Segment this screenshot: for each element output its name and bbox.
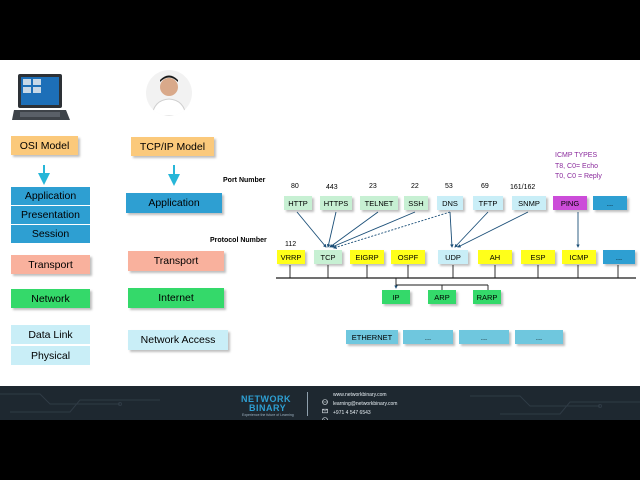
footer-email[interactable]: learning@networkbinary.com: [333, 401, 398, 407]
protocol-more: ...: [603, 250, 635, 264]
icmp-types-echo: T8, C0= Echo: [555, 163, 598, 170]
footer-phone[interactable]: +971 4 547 6543: [333, 410, 371, 416]
protocol-eigrp: EIGRP: [350, 250, 384, 264]
port-https: HTTPS: [320, 196, 352, 210]
osi-layer-application: Application: [11, 187, 90, 205]
access-ethernet: ETHERNET: [346, 330, 398, 344]
osi-layer-data-link: Data Link: [11, 325, 90, 344]
connector-lines: [38, 165, 636, 290]
port-number-ssh: 22: [411, 183, 419, 190]
port-http: HTTP: [284, 196, 312, 210]
phone-icon: [322, 410, 328, 420]
icmp-types-title: ICMP TYPES: [555, 152, 598, 159]
osi-layer-session: Session: [11, 225, 90, 243]
osi-model-title: OSI Model: [11, 136, 78, 155]
port-number-http: 80: [291, 183, 299, 190]
protocol-tcp: TCP: [314, 250, 342, 264]
protocol-ah: AH: [478, 250, 512, 264]
presenter-avatar: [146, 70, 192, 116]
protocol-esp: ESP: [521, 250, 555, 264]
osi-layer-transport: Transport: [11, 255, 90, 274]
slide: OSI Model Application Presentation Sessi…: [0, 60, 640, 386]
tcpip-layer-network-access: Network Access: [128, 330, 228, 350]
tcpip-layer-transport: Transport: [128, 251, 224, 271]
footer-divider: [307, 392, 308, 416]
internet-rarp: RARP: [473, 290, 501, 304]
laptop-illustration: [12, 72, 70, 124]
port-number-telnet: 23: [369, 183, 377, 190]
footer-banner: NETWORK BINARY Experience the future of …: [0, 386, 640, 420]
globe-icon: [322, 392, 328, 405]
osi-layer-physical: Physical: [11, 346, 90, 365]
port-telnet: TELNET: [360, 196, 398, 210]
port-more: ...: [593, 196, 627, 210]
protocol-vrrp: VRRP: [277, 250, 305, 264]
port-ssh: SSH: [404, 196, 428, 210]
internet-ip: IP: [382, 290, 410, 304]
port-number-label: Port Number: [223, 177, 266, 184]
protocol-icmp: ICMP: [562, 250, 596, 264]
access-more-3: ...: [515, 330, 563, 344]
brand-binary: BINARY: [249, 403, 287, 413]
brand-network: NETWORK: [241, 394, 291, 404]
port-number-tftp: 69: [481, 183, 489, 190]
osi-layer-network: Network: [11, 289, 90, 308]
protocol-number-vrrp: 112: [285, 241, 297, 248]
port-ping: PING: [553, 196, 587, 210]
osi-layer-presentation: Presentation: [11, 206, 90, 224]
brand-tagline: Experience the future of Learning: [242, 413, 294, 417]
port-number-https: 443: [326, 184, 338, 191]
internet-arp: ARP: [428, 290, 456, 304]
port-dns: DNS: [437, 196, 463, 210]
port-tftp: TFTP: [473, 196, 503, 210]
port-snmp: SNMP: [512, 196, 546, 210]
mail-icon: [322, 401, 328, 414]
footer-pattern: [0, 393, 640, 415]
protocol-ospf: OSPF: [391, 250, 425, 264]
tcpip-layer-application: Application: [126, 193, 222, 213]
icmp-types-reply: T0, C0 = Reply: [555, 173, 602, 180]
protocol-number-label: Protocol Number: [210, 237, 267, 244]
tcpip-model-title: TCP/IP Model: [131, 137, 214, 156]
access-more-2: ...: [459, 330, 509, 344]
protocol-udp: UDP: [438, 250, 468, 264]
footer-website[interactable]: www.networkbinary.com: [333, 392, 387, 398]
tcpip-layer-internet: Internet: [128, 288, 224, 308]
access-more-1: ...: [403, 330, 453, 344]
port-number-snmp: 161/162: [510, 184, 536, 191]
port-number-dns: 53: [445, 183, 453, 190]
